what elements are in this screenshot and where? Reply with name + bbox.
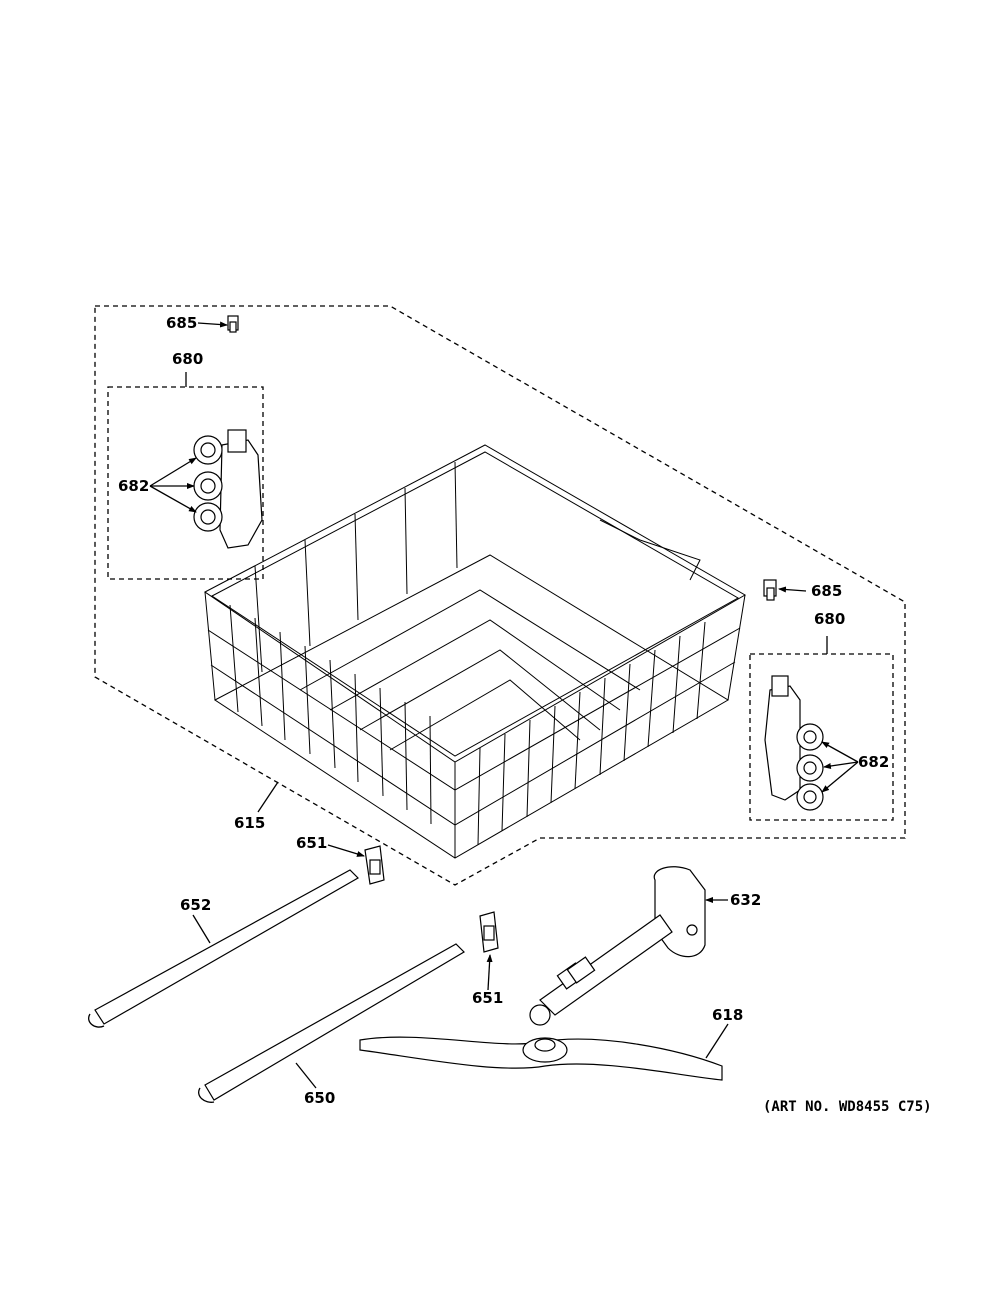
label-680-top-left: 680 bbox=[172, 350, 204, 368]
rack-rail-650 bbox=[198, 943, 465, 1103]
label-615-rack: 615 bbox=[234, 814, 266, 832]
group-box-left bbox=[107, 386, 264, 580]
label-682-left: 682 bbox=[118, 477, 150, 495]
art-number: (ART NO. WD8455 C75) bbox=[763, 1099, 932, 1115]
rack-rail-652 bbox=[88, 869, 359, 1028]
rail-clip-lower bbox=[479, 911, 499, 953]
label-685-top-left: 685 bbox=[166, 314, 198, 332]
label-651-lower: 651 bbox=[472, 989, 504, 1007]
rack-adjuster-left bbox=[193, 429, 263, 549]
rack-adjuster-right bbox=[764, 675, 824, 811]
spray-arm-manifold bbox=[529, 866, 706, 1026]
label-652-rail: 652 bbox=[180, 896, 212, 914]
label-618-spray-arm: 618 bbox=[712, 1006, 744, 1024]
label-682-right: 682 bbox=[858, 753, 890, 771]
spray-arm bbox=[359, 1036, 723, 1081]
label-680-right: 680 bbox=[814, 610, 846, 628]
assembly-boundary bbox=[94, 305, 906, 886]
clip-685-right bbox=[763, 579, 777, 601]
group-box-right bbox=[749, 653, 894, 821]
label-650-rail: 650 bbox=[304, 1089, 336, 1107]
rail-clip-upper bbox=[364, 845, 385, 885]
label-651-upper: 651 bbox=[296, 834, 328, 852]
label-685-right: 685 bbox=[811, 582, 843, 600]
clip-685-top-left bbox=[227, 315, 239, 333]
upper-dish-rack bbox=[204, 444, 747, 859]
label-632-manifold: 632 bbox=[730, 891, 762, 909]
